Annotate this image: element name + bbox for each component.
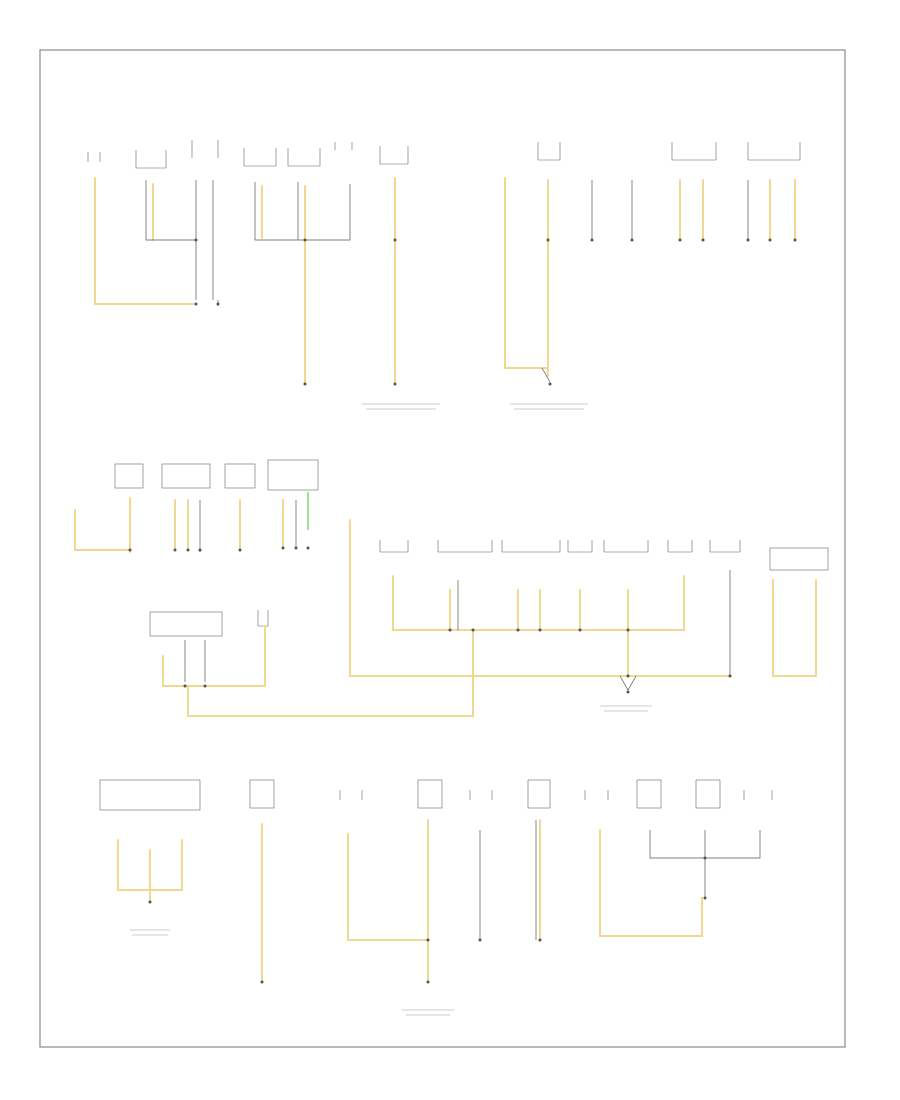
section-middle — [74, 459, 829, 717]
diagram-border — [39, 49, 846, 1048]
ground-labels — [130, 403, 652, 1016]
section-top-right — [504, 142, 801, 386]
section-bottom — [99, 779, 773, 984]
section-top-left — [87, 140, 409, 386]
